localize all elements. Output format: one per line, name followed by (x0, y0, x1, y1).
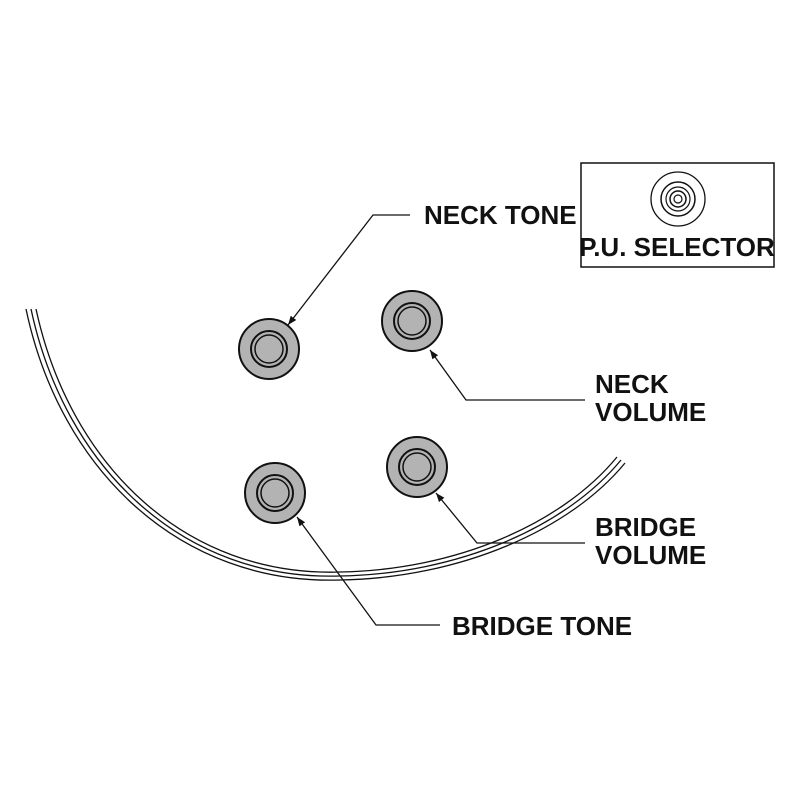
knob-bridge-volume (386, 436, 448, 498)
label-neck-volume-line2: VOLUME (595, 397, 706, 427)
leader-neck-tone (287, 214, 410, 326)
pu-selector-switch-icon (650, 171, 706, 227)
label-neck-volume-line1: NECK (595, 369, 669, 399)
leader-bridge-tone (296, 516, 440, 626)
leader-neck-volume (429, 349, 585, 401)
label-bridge-volume-line1: BRIDGE (595, 512, 696, 542)
label-pu-selector: P.U. SELECTOR (579, 232, 775, 262)
label-bridge-volume-line2: VOLUME (595, 540, 706, 570)
guitar-body-edge (25, 308, 626, 581)
leader-bridge-volume (435, 492, 585, 544)
knob-neck-volume (381, 290, 443, 352)
pu-selector-inset: P.U. SELECTOR (579, 162, 775, 268)
knob-neck-tone (238, 318, 300, 380)
knob-bridge-tone (244, 462, 306, 524)
label-neck-tone: NECK TONE (424, 200, 577, 230)
label-bridge-tone: BRIDGE TONE (452, 611, 632, 641)
